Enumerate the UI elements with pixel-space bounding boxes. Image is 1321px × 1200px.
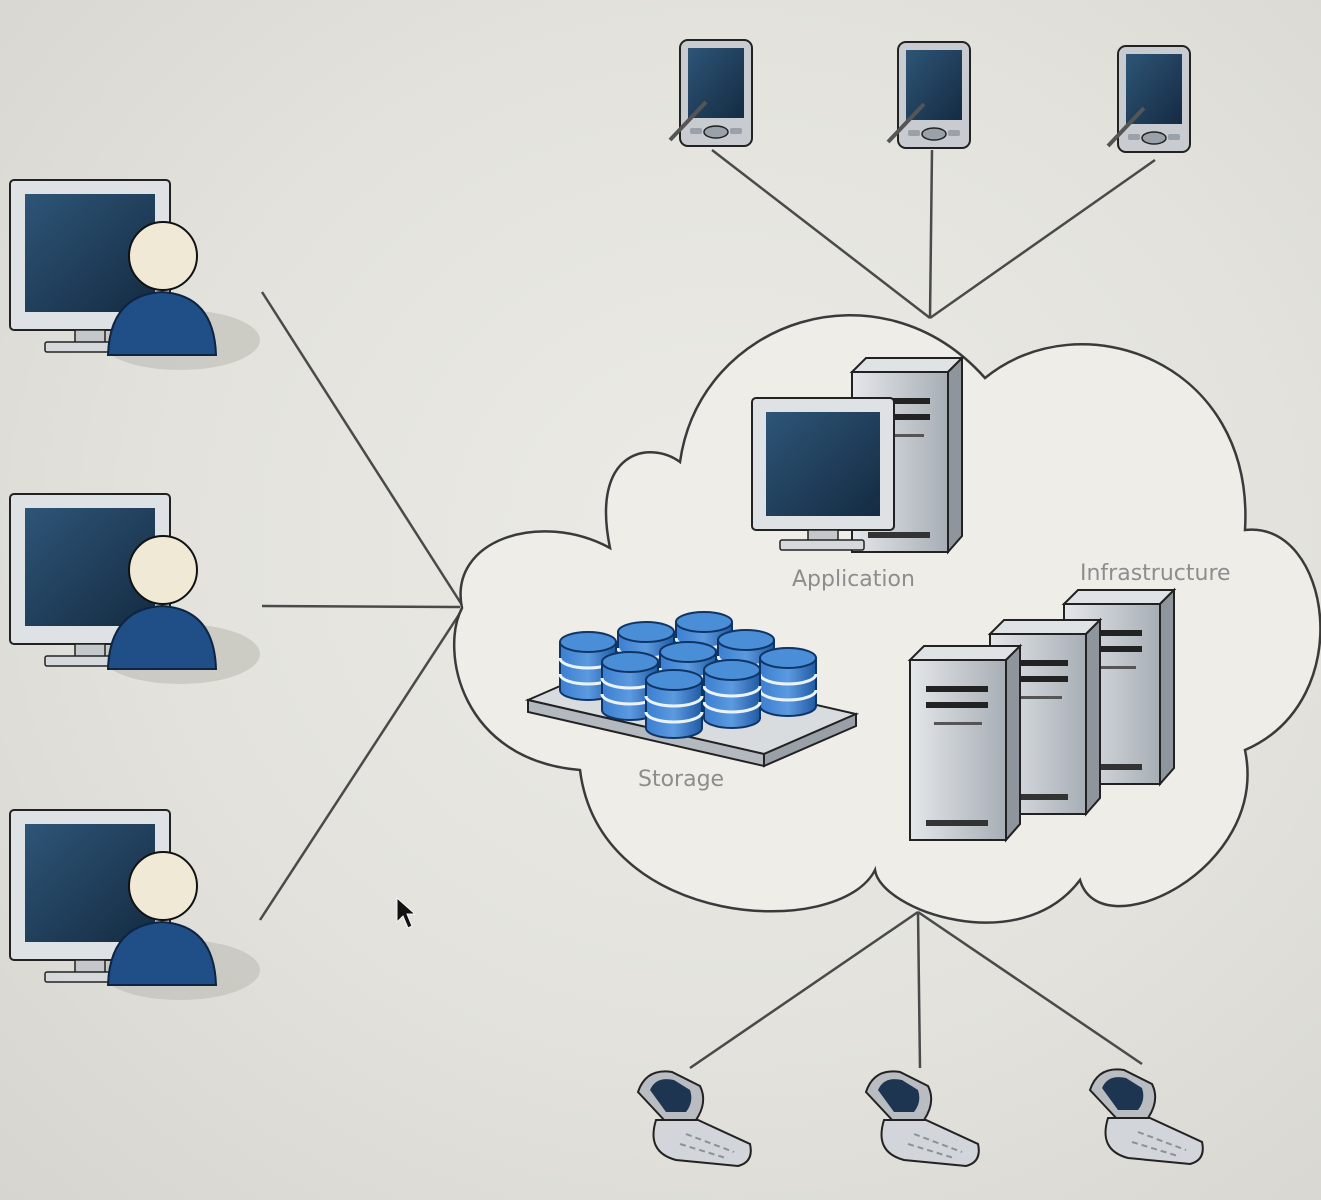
- mouse-cursor-icon: [396, 896, 417, 929]
- storage-database-icon: [524, 610, 860, 768]
- link-user-middle: [261, 604, 461, 609]
- application-label: Application: [792, 567, 915, 592]
- desktop-user-icon-middle: [9, 493, 261, 685]
- phone-icon-left: [637, 1070, 752, 1167]
- link-tablet-right: [929, 158, 1156, 320]
- link-phone-left: [689, 910, 919, 1070]
- link-phone-middle: [916, 911, 922, 1069]
- link-tablet-middle: [928, 149, 934, 319]
- link-tablet-left: [711, 149, 931, 319]
- phone-icon-middle: [865, 1070, 980, 1167]
- tablet-icon-middle: [886, 40, 972, 150]
- desktop-user-icon-bottom: [9, 809, 261, 1001]
- link-phone-right: [917, 910, 1143, 1066]
- storage-label: Storage: [638, 767, 724, 792]
- tablet-icon-right: [1106, 44, 1192, 154]
- connection-lines: [258, 149, 1156, 1070]
- infrastructure-label: Infrastructure: [1080, 561, 1231, 586]
- tablet-icon-left: [668, 38, 754, 148]
- link-user-top: [260, 291, 464, 606]
- desktop-user-icon-top: [9, 179, 261, 371]
- application-workstation-icon: [751, 357, 963, 553]
- link-user-bottom: [258, 609, 464, 921]
- phone-icon-right: [1089, 1068, 1204, 1165]
